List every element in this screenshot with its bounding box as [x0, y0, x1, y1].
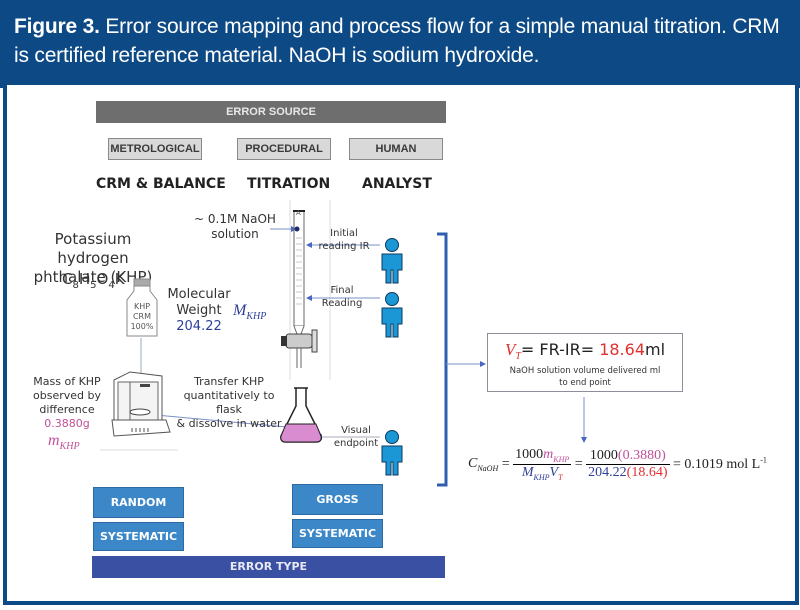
molecular-weight-value: 204.22 — [176, 319, 222, 334]
mw-symbol: MKHP — [233, 302, 267, 323]
titrant-volume-formula: VT= FR-IR= 18.64ml — [504, 340, 666, 363]
heading-analyst: ANALYST — [362, 176, 432, 192]
eq-symbolic-fraction: 1000mKHP MKHPVT — [513, 447, 572, 482]
titrant-volume-description: NaOH solution volume delivered ml to end… — [509, 366, 661, 389]
figure-caption-banner: Figure 3. Error source mapping and proce… — [0, 0, 800, 88]
error-type-systematic-left: SYSTEMATIC — [93, 522, 184, 551]
figure-caption-text: Error source mapping and process flow fo… — [14, 15, 780, 67]
final-reading-label: Final Reading — [321, 285, 363, 309]
heading-titration: TITRATION — [247, 176, 331, 192]
error-type-gross: GROSS — [292, 484, 383, 515]
conical-flask-icon — [280, 387, 322, 443]
eq-numeric-fraction: 1000(0.3880) 204.22(18.64) — [586, 447, 670, 480]
molecular-weight-label: Molecular Weight 204.22 — [164, 287, 234, 335]
heading-crm-balance: CRM & BALANCE — [96, 176, 226, 192]
tag-metrological: METROLOGICAL — [108, 138, 202, 160]
mass-symbol: mKHP — [48, 432, 80, 453]
burette-icon — [281, 210, 318, 368]
titrant-volume-value: 18.64 — [599, 340, 645, 359]
khp-name-line1: Potassium hydrogen — [54, 230, 132, 267]
initial-reading-label: Initial reading IR — [318, 228, 370, 252]
visual-endpoint-label: Visual endpoint — [333, 425, 379, 449]
bottle-label: KHP CRM 100% — [130, 302, 154, 331]
titrant-volume-box: VT= FR-IR= 18.64ml NaOH solution volume … — [487, 333, 683, 392]
khp-bottle-icon — [126, 278, 158, 337]
figure-label: Figure 3. — [14, 15, 100, 38]
concentration-equation: CNaOH = 1000mKHP MKHPVT = 1000(0.3880) 2… — [468, 447, 767, 482]
mass-khp-label: Mass of KHP observed by difference 0.388… — [22, 375, 112, 431]
mass-khp-value: 0.3880g — [44, 417, 90, 430]
error-source-bar: ERROR SOURCE — [96, 101, 446, 123]
error-type-bar: ERROR TYPE — [92, 556, 445, 578]
analyst-person-icon — [381, 238, 403, 284]
tag-human: HUMAN — [349, 138, 443, 160]
figure-caption: Figure 3. Error source mapping and proce… — [14, 12, 794, 70]
transfer-khp-label: Transfer KHP quantitatively to flask & d… — [176, 375, 282, 430]
burette-mark: A — [296, 210, 301, 217]
naoh-solution-label: ~ 0.1M NaOH solution — [194, 212, 276, 241]
error-type-systematic-right: SYSTEMATIC — [292, 519, 383, 548]
khp-name-line2: phthalate (KHP) — [33, 268, 153, 286]
tag-procedural: PROCEDURAL — [237, 138, 331, 160]
eq-lhs: CNaOH — [468, 455, 499, 473]
khp-name: Potassium hydrogen phthalate (KHP) — [18, 230, 168, 287]
error-type-random: RANDOM — [93, 487, 184, 518]
analytical-balance-icon — [111, 371, 171, 437]
analyst-person-icon — [381, 430, 403, 476]
eq-result: = 0.1019 mol L-1 — [673, 455, 767, 473]
khp-formula: C8H5O4K — [62, 270, 125, 291]
analyst-person-icon — [381, 292, 403, 338]
